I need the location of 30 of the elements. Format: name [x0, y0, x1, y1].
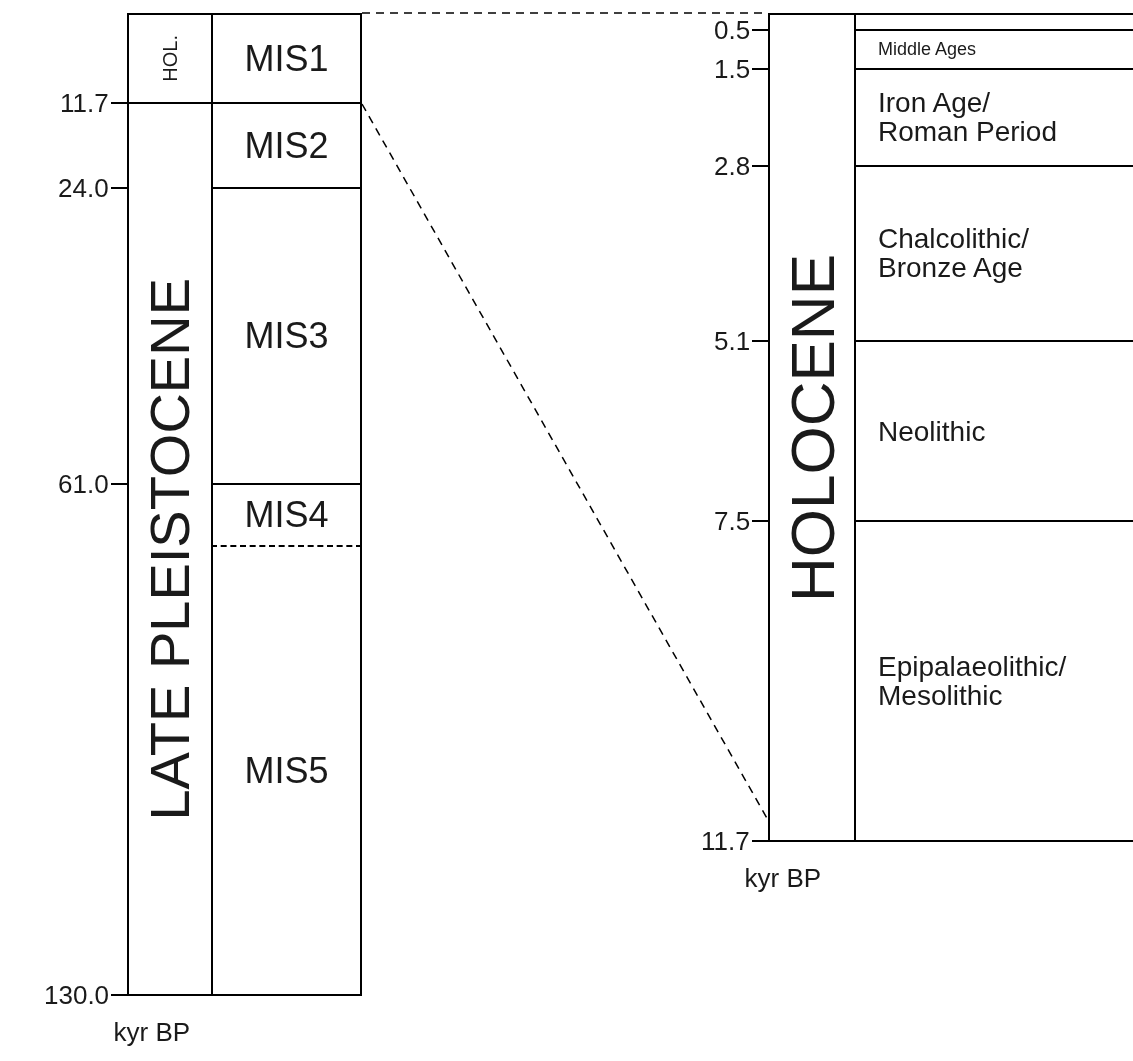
age-tick-label: 1.5 [714, 56, 751, 82]
age-tick-label: 61.0 [58, 471, 109, 497]
stage-label: MIS5 [244, 751, 329, 790]
age-tick-label: 11.7 [701, 828, 750, 854]
chart-cell [211, 13, 362, 104]
stage-label: MIS3 [244, 317, 329, 355]
chart-cell [211, 545, 362, 996]
chart-cell [127, 13, 213, 104]
stage-label: Neolithic [878, 416, 987, 446]
stage-label: Epipalaeolithic/ Mesolithic [878, 651, 1068, 711]
stage-label: Chalcolithic/ Bronze Age [878, 224, 1030, 283]
age-tick-label: 0.5 [714, 17, 751, 43]
axis-unit-label: kyr BP [744, 865, 822, 891]
period-label: HOL. [159, 35, 181, 82]
period-label: LATE PLEISTOCENE [140, 277, 200, 821]
stage-label: Iron Age/ Roman Period [878, 88, 1058, 147]
chart-cell [768, 13, 856, 842]
period-label: HOLOCENE [779, 253, 845, 602]
chart-cell [127, 102, 213, 996]
age-tick-label: 11.7 [60, 90, 109, 116]
stage-label: Middle Ages [878, 40, 978, 59]
age-tick-label: 24.0 [58, 175, 109, 201]
axis-unit-label: kyr BP [113, 1019, 191, 1045]
age-tick-label: 7.5 [714, 508, 751, 534]
stage-label: MIS2 [244, 126, 329, 165]
stage-label: MIS4 [244, 496, 329, 534]
stage-label: MIS1 [244, 39, 329, 78]
age-tick-label: 130.0 [44, 982, 110, 1008]
age-tick-label: 2.8 [714, 153, 751, 179]
age-tick-label: 5.1 [714, 328, 751, 354]
